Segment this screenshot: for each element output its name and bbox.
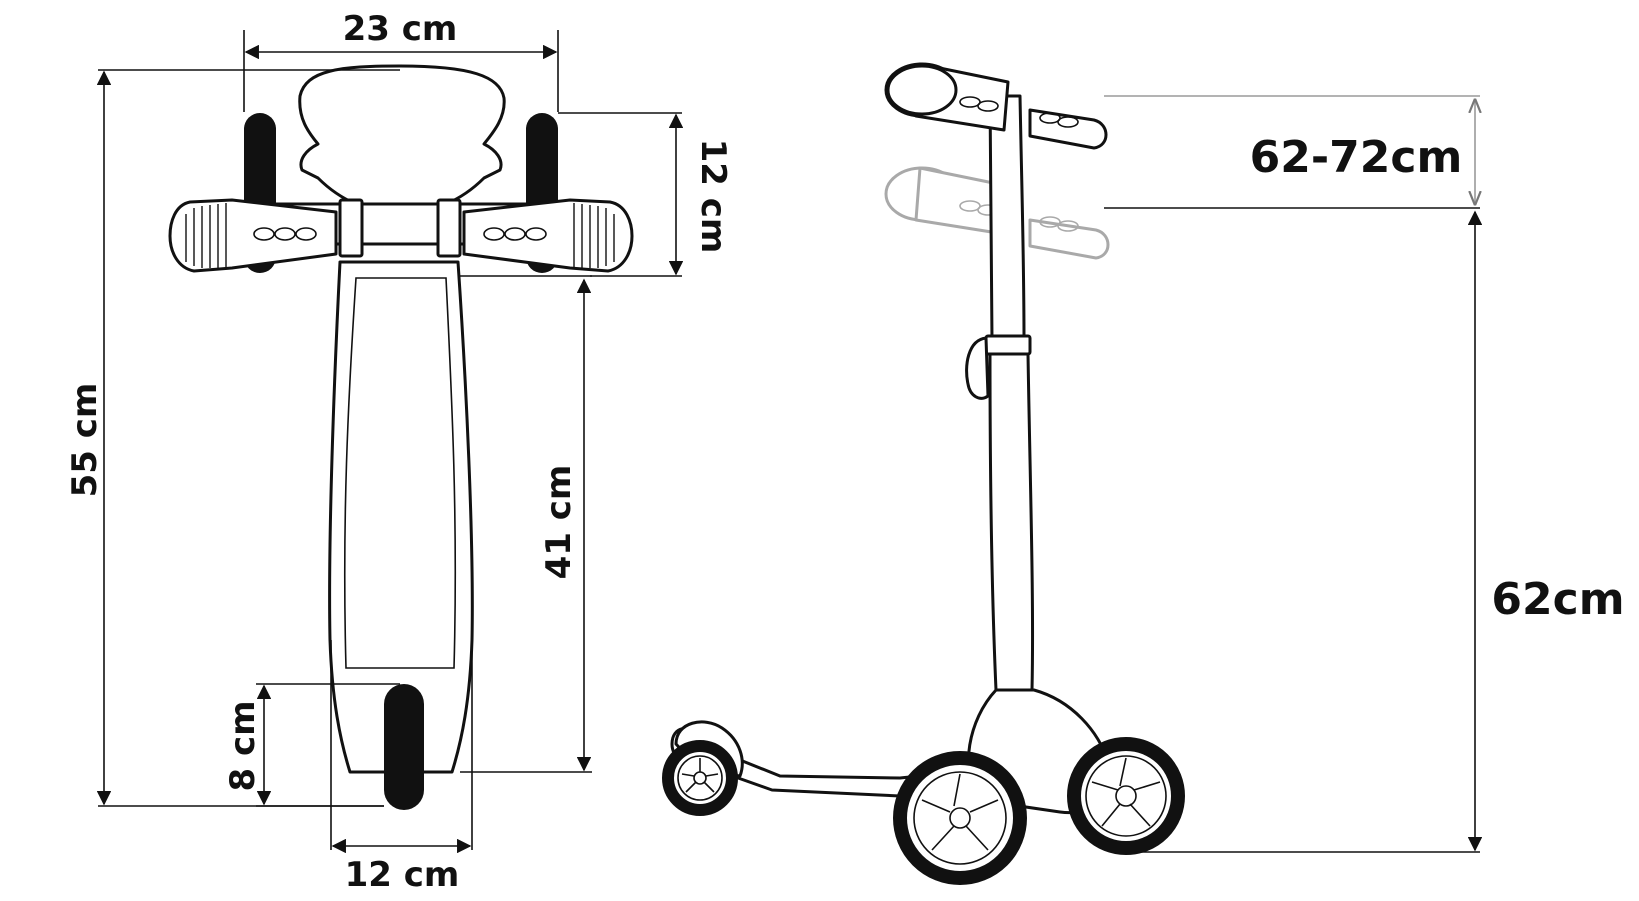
side-view-scooter [662,62,1185,885]
side-handlebar-lowered-ghost [884,166,1110,260]
top-grip-ornament-right [483,227,547,241]
top-grip-left [168,198,338,273]
top-clamp-left [338,198,364,258]
dim-rear-wheel: 8 cm [223,683,400,807]
dim-deck-length: 41 cm [460,275,592,773]
side-clamp-lever [965,336,990,400]
side-handlebar-raised [884,62,1108,150]
label-handlebar-depth: 12 cm [693,139,733,254]
dim-deck-width: 12 cm [330,640,473,895]
top-grip-ornament-left [253,227,317,241]
label-total-length: 55 cm [65,383,105,498]
top-grip-right [462,198,634,273]
label-handlebar-width: 23 cm [343,9,458,49]
label-deck-width: 12 cm [345,855,460,895]
top-rear-wheel [384,684,424,810]
dim-handlebar-depth: 12 cm [558,112,733,277]
dim-height-adjust: 62-72cm [1104,95,1480,209]
side-front-wheel-right [1067,737,1185,855]
top-front-base [298,64,506,206]
label-min-height: 62cm [1491,574,1624,625]
dim-total-length: 55 cm [65,69,400,807]
dim-handlebar-width: 23 cm [243,9,559,112]
side-rear-wheel [662,740,738,816]
side-front-wheel-left [893,751,1027,885]
label-rear-wheel: 8 cm [223,700,263,791]
top-view-scooter [168,64,634,810]
dim-min-height: 62cm [1134,210,1625,853]
top-clamp-right [436,198,462,258]
side-steering-column [988,94,1026,342]
top-grip-texture-left [185,203,227,268]
top-deck-grip [343,277,457,669]
side-height-clamp [984,334,1032,356]
top-grip-texture-right [573,203,615,268]
top-deck [328,260,474,774]
label-deck-length: 41 cm [539,465,579,580]
label-height-adjust: 62-72cm [1250,132,1463,183]
side-lower-column [988,352,1035,692]
